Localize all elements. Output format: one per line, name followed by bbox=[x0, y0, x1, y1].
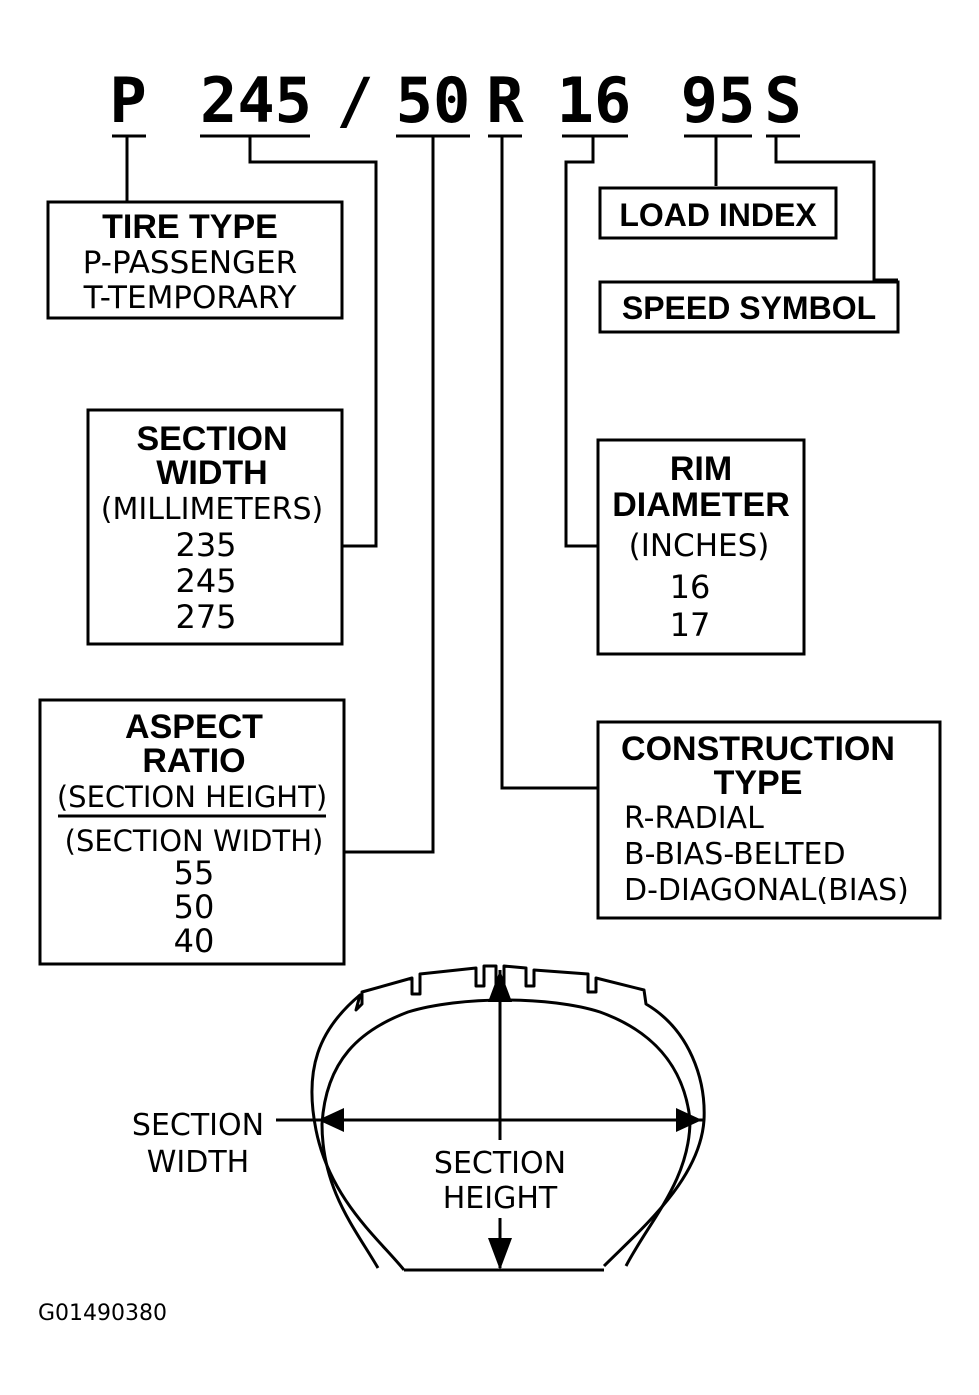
connector-construction bbox=[500, 136, 598, 790]
code-load-index: 95 bbox=[681, 64, 756, 137]
code-tire-type: P bbox=[109, 64, 146, 137]
tire-size-code: P 245 / 50 R 16 95 S bbox=[109, 64, 801, 137]
aspect-ratio-value-1: 55 bbox=[174, 854, 215, 892]
tire-type-line-1: P-PASSENGER bbox=[83, 245, 297, 281]
tire-inner-profile bbox=[320, 998, 692, 1269]
section-width-title-1: SECTION bbox=[136, 420, 287, 458]
section-width-arrow-right bbox=[676, 1108, 702, 1132]
section-height-label-2: HEIGHT bbox=[443, 1181, 558, 1216]
construction-type-line-2: B-BIAS-BELTED bbox=[624, 837, 846, 872]
code-slash: / bbox=[336, 64, 373, 137]
construction-type-box: CONSTRUCTION TYPE R-RADIAL B-BIAS-BELTED… bbox=[596, 720, 942, 920]
tire-type-box: TIRE TYPE P-PASSENGER T-TEMPORARY bbox=[46, 200, 344, 320]
section-width-frame bbox=[86, 408, 344, 646]
section-width-box: SECTION WIDTH (MILLIMETERS) 235 245 275 bbox=[86, 408, 344, 646]
section-width-unit: (MILLIMETERS) bbox=[101, 492, 323, 527]
connector-speed-symbol bbox=[774, 136, 898, 282]
section-height-label-1: SECTION bbox=[434, 1146, 566, 1181]
aspect-ratio-title-1: ASPECT bbox=[125, 708, 263, 746]
speed-symbol-title: SPEED SYMBOL bbox=[622, 290, 876, 326]
section-height-arrow-top bbox=[488, 970, 512, 1002]
aspect-ratio-value-3: 40 bbox=[174, 922, 215, 960]
rim-diameter-frame bbox=[596, 438, 806, 656]
connector-rim-diameter bbox=[564, 136, 598, 548]
tire-outer-profile bbox=[310, 964, 706, 1271]
rim-diameter-value-1: 16 bbox=[670, 568, 711, 606]
aspect-ratio-title-2: RATIO bbox=[142, 742, 245, 780]
figure-id: G01490380 bbox=[38, 1301, 167, 1326]
rim-diameter-box: RIM DIAMETER (INCHES) 16 17 bbox=[596, 438, 806, 656]
speed-symbol-box: SPEED SYMBOL bbox=[598, 280, 900, 334]
code-rim-diameter: 16 bbox=[557, 64, 632, 137]
section-width-label-2: WIDTH bbox=[147, 1145, 250, 1180]
aspect-ratio-value-2: 50 bbox=[174, 888, 215, 926]
construction-type-line-3: D-DIAGONAL(BIAS) bbox=[624, 873, 909, 908]
tire-cross-section: SECTION WIDTH SECTION HEIGHT bbox=[132, 964, 706, 1272]
section-width-title-2: WIDTH bbox=[156, 454, 267, 492]
construction-type-title-2: TYPE bbox=[714, 764, 803, 802]
section-width-value-2: 245 bbox=[175, 562, 236, 600]
section-width-label-1: SECTION bbox=[132, 1108, 264, 1143]
rim-diameter-title-2: DIAMETER bbox=[612, 486, 790, 524]
connector-section-width bbox=[248, 136, 378, 548]
tire-type-frame bbox=[46, 200, 344, 320]
speed-symbol-frame bbox=[598, 280, 900, 334]
connector-aspect-ratio bbox=[344, 136, 435, 854]
section-width-arrow-left bbox=[318, 1108, 344, 1132]
construction-type-frame bbox=[596, 720, 942, 920]
tire-type-title: TIRE TYPE bbox=[102, 208, 278, 246]
code-speed-symbol: S bbox=[764, 64, 801, 137]
load-index-box: LOAD INDEX bbox=[598, 186, 838, 240]
aspect-ratio-box: ASPECT RATIO (SECTION HEIGHT) (SECTION W… bbox=[38, 698, 346, 966]
aspect-ratio-denominator: (SECTION WIDTH) bbox=[65, 824, 324, 858]
construction-type-title-1: CONSTRUCTION bbox=[621, 730, 895, 768]
connector-lines bbox=[125, 136, 898, 854]
rim-diameter-unit: (INCHES) bbox=[629, 528, 770, 564]
code-section-width: 245 bbox=[200, 64, 312, 137]
tire-type-line-2: T-TEMPORARY bbox=[83, 280, 297, 316]
section-height-arrow-bottom bbox=[488, 1238, 512, 1270]
aspect-ratio-frame bbox=[38, 698, 346, 966]
load-index-title: LOAD INDEX bbox=[619, 197, 817, 233]
construction-type-line-1: R-RADIAL bbox=[624, 801, 764, 836]
rim-diameter-value-2: 17 bbox=[670, 606, 711, 644]
load-index-frame bbox=[598, 186, 838, 240]
section-width-value-1: 235 bbox=[175, 526, 236, 564]
code-construction: R bbox=[486, 64, 524, 137]
code-aspect-ratio: 50 bbox=[396, 64, 471, 137]
aspect-ratio-numerator: (SECTION HEIGHT) bbox=[57, 780, 327, 814]
section-width-value-3: 275 bbox=[175, 598, 236, 636]
rim-diameter-title-1: RIM bbox=[670, 450, 732, 488]
